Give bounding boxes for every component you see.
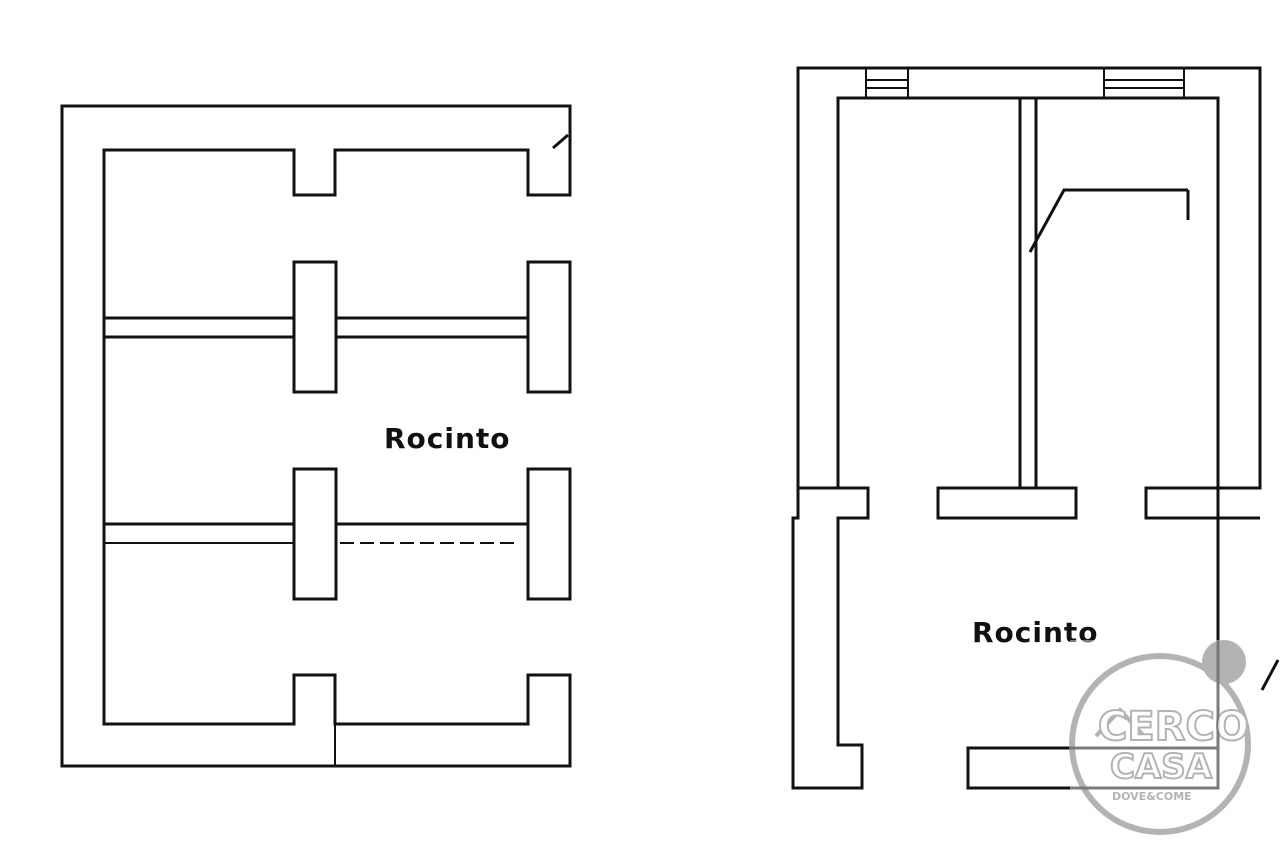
floor-plan-left: Rocinto: [60, 104, 572, 768]
floor-plan-right: Rocinto: [791, 66, 1280, 790]
door-swing: [1260, 659, 1280, 691]
window: [1103, 67, 1185, 99]
watermark-logo: CERCO CASA DOVE&COME: [1069, 640, 1260, 836]
watermark-brand-line1: CERCO: [1098, 704, 1249, 750]
fixture-outline: [1028, 188, 1188, 253]
room-label-right: Rocinto: [972, 616, 1099, 649]
pier: [292, 260, 338, 394]
wall-stub-center: [936, 486, 1078, 520]
watermark-tagline: DOVE&COME: [1112, 790, 1192, 803]
watermark-brand-line2: CASA: [1110, 747, 1213, 787]
house-icon: [1094, 707, 1146, 738]
room-label-left: Rocinto: [384, 422, 511, 455]
outer-wall: [60, 104, 572, 768]
watermark-ring: [1069, 653, 1251, 835]
pier: [292, 467, 338, 601]
window: [865, 67, 909, 99]
top-wall: [796, 66, 1262, 490]
pier: [526, 260, 572, 394]
wall-stub-right: [1144, 486, 1220, 520]
door-swing: [552, 133, 569, 150]
pier: [526, 467, 572, 601]
watermark-dot: [1202, 640, 1246, 684]
bottom-wall: [966, 746, 1220, 790]
wall-stub-left: [791, 486, 870, 790]
